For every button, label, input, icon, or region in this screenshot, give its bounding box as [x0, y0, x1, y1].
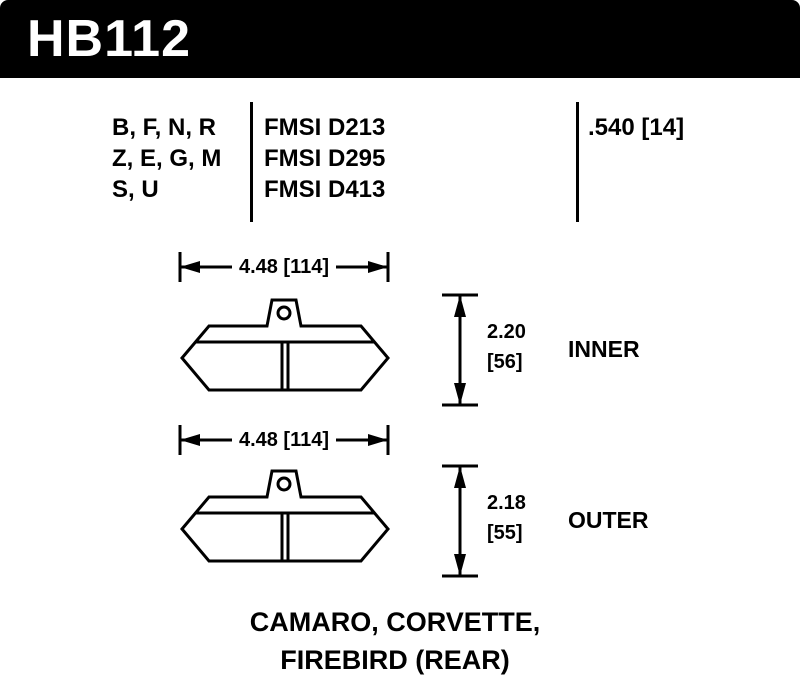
- arrowhead-right-icon: [368, 261, 388, 273]
- pad-thickness: .540 [14]: [588, 114, 685, 141]
- arrowhead-left-icon: [180, 261, 200, 273]
- application-line: CAMARO, CORVETTE,: [249, 607, 541, 637]
- mounting-tab-hole: [276, 476, 292, 492]
- inner-height-dimension-arrow: [442, 293, 478, 407]
- inner-height-in: 2.20: [487, 321, 526, 343]
- arrowhead-up-icon: [454, 295, 466, 317]
- part-number: HB112: [27, 10, 191, 68]
- inner-pad-drawing: [180, 298, 390, 392]
- inner-width-dimension: 4.48 [114]: [178, 252, 390, 282]
- outer-height-in: 2.18: [487, 492, 526, 514]
- fmsi-row: FMSI D295: [264, 145, 386, 172]
- outer-height-mm: [55]: [487, 522, 523, 544]
- arrowhead-right-icon: [368, 434, 388, 446]
- fmsi-row: FMSI D413: [264, 176, 386, 203]
- inner-label: INNER: [568, 336, 640, 362]
- outer-width-dimension: 4.48 [114]: [178, 425, 390, 455]
- application-line: FIREBIRD (REAR): [280, 645, 510, 675]
- compound-row: B, F, N, R: [112, 114, 217, 141]
- arrowhead-down-icon: [454, 554, 466, 576]
- outer-height-dimension: 2.18 [55]: [487, 488, 526, 548]
- arrowhead-up-icon: [454, 466, 466, 488]
- compound-codes-column: B, F, N, R Z, E, G, M S, U: [112, 112, 221, 205]
- arrowhead-left-icon: [180, 434, 200, 446]
- outer-pad-drawing: [180, 469, 390, 563]
- inner-height-dimension: 2.20 [56]: [487, 317, 526, 377]
- application-title: CAMARO, CORVETTE, FIREBIRD (REAR): [95, 603, 695, 679]
- outer-width-value: 4.48 [114]: [231, 428, 337, 452]
- mounting-tab-hole: [276, 305, 292, 321]
- pad-outline: [180, 469, 390, 563]
- table-divider-right: [576, 102, 579, 222]
- arrowhead-down-icon: [454, 383, 466, 405]
- header-bar: HB112: [0, 0, 800, 78]
- outer-label: OUTER: [568, 507, 649, 533]
- fmsi-codes-column: FMSI D213 FMSI D295 FMSI D413: [264, 112, 385, 205]
- inner-height-mm: [56]: [487, 351, 523, 373]
- inner-width-value: 4.48 [114]: [231, 255, 337, 279]
- table-divider-left: [250, 102, 253, 222]
- compound-row: Z, E, G, M: [112, 145, 222, 172]
- pad-outline: [180, 298, 390, 392]
- fmsi-row: FMSI D213: [264, 114, 386, 141]
- compound-row: S, U: [112, 176, 159, 203]
- outer-height-dimension-arrow: [442, 464, 478, 578]
